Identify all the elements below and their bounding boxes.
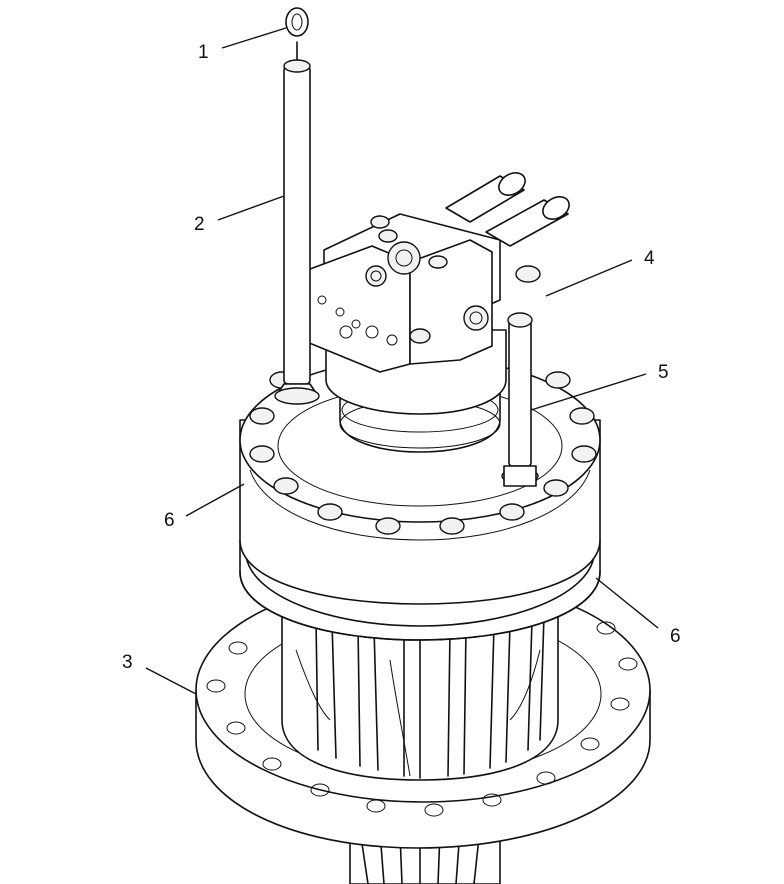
- ribbed-housing: [281, 599, 559, 781]
- callout-5: 5: [658, 362, 669, 383]
- flange-bolt-holes: [206, 621, 638, 817]
- leader-4: [545, 259, 633, 297]
- callout-3: 3: [122, 652, 133, 673]
- callout-2: 2: [194, 214, 205, 235]
- callout-4: 4: [644, 248, 655, 269]
- leader-6a: [185, 483, 245, 517]
- leader-3: [145, 667, 197, 695]
- callouts: 1 2 3 4 5 6 6: [122, 42, 681, 673]
- callout-6b: 6: [670, 626, 681, 647]
- short-rod: [501, 312, 539, 487]
- leader-1: [221, 27, 287, 49]
- motor-ports: [445, 172, 570, 247]
- callout-6a: 6: [164, 510, 175, 531]
- leader-lines: [145, 27, 659, 695]
- eye-bolt: [285, 7, 309, 61]
- hydraulic-motor: [301, 172, 570, 415]
- callout-1: 1: [198, 42, 209, 63]
- leader-5: [530, 373, 647, 411]
- lifting-rod: [274, 59, 320, 405]
- leader-2: [217, 195, 285, 221]
- leader-6b: [595, 577, 659, 629]
